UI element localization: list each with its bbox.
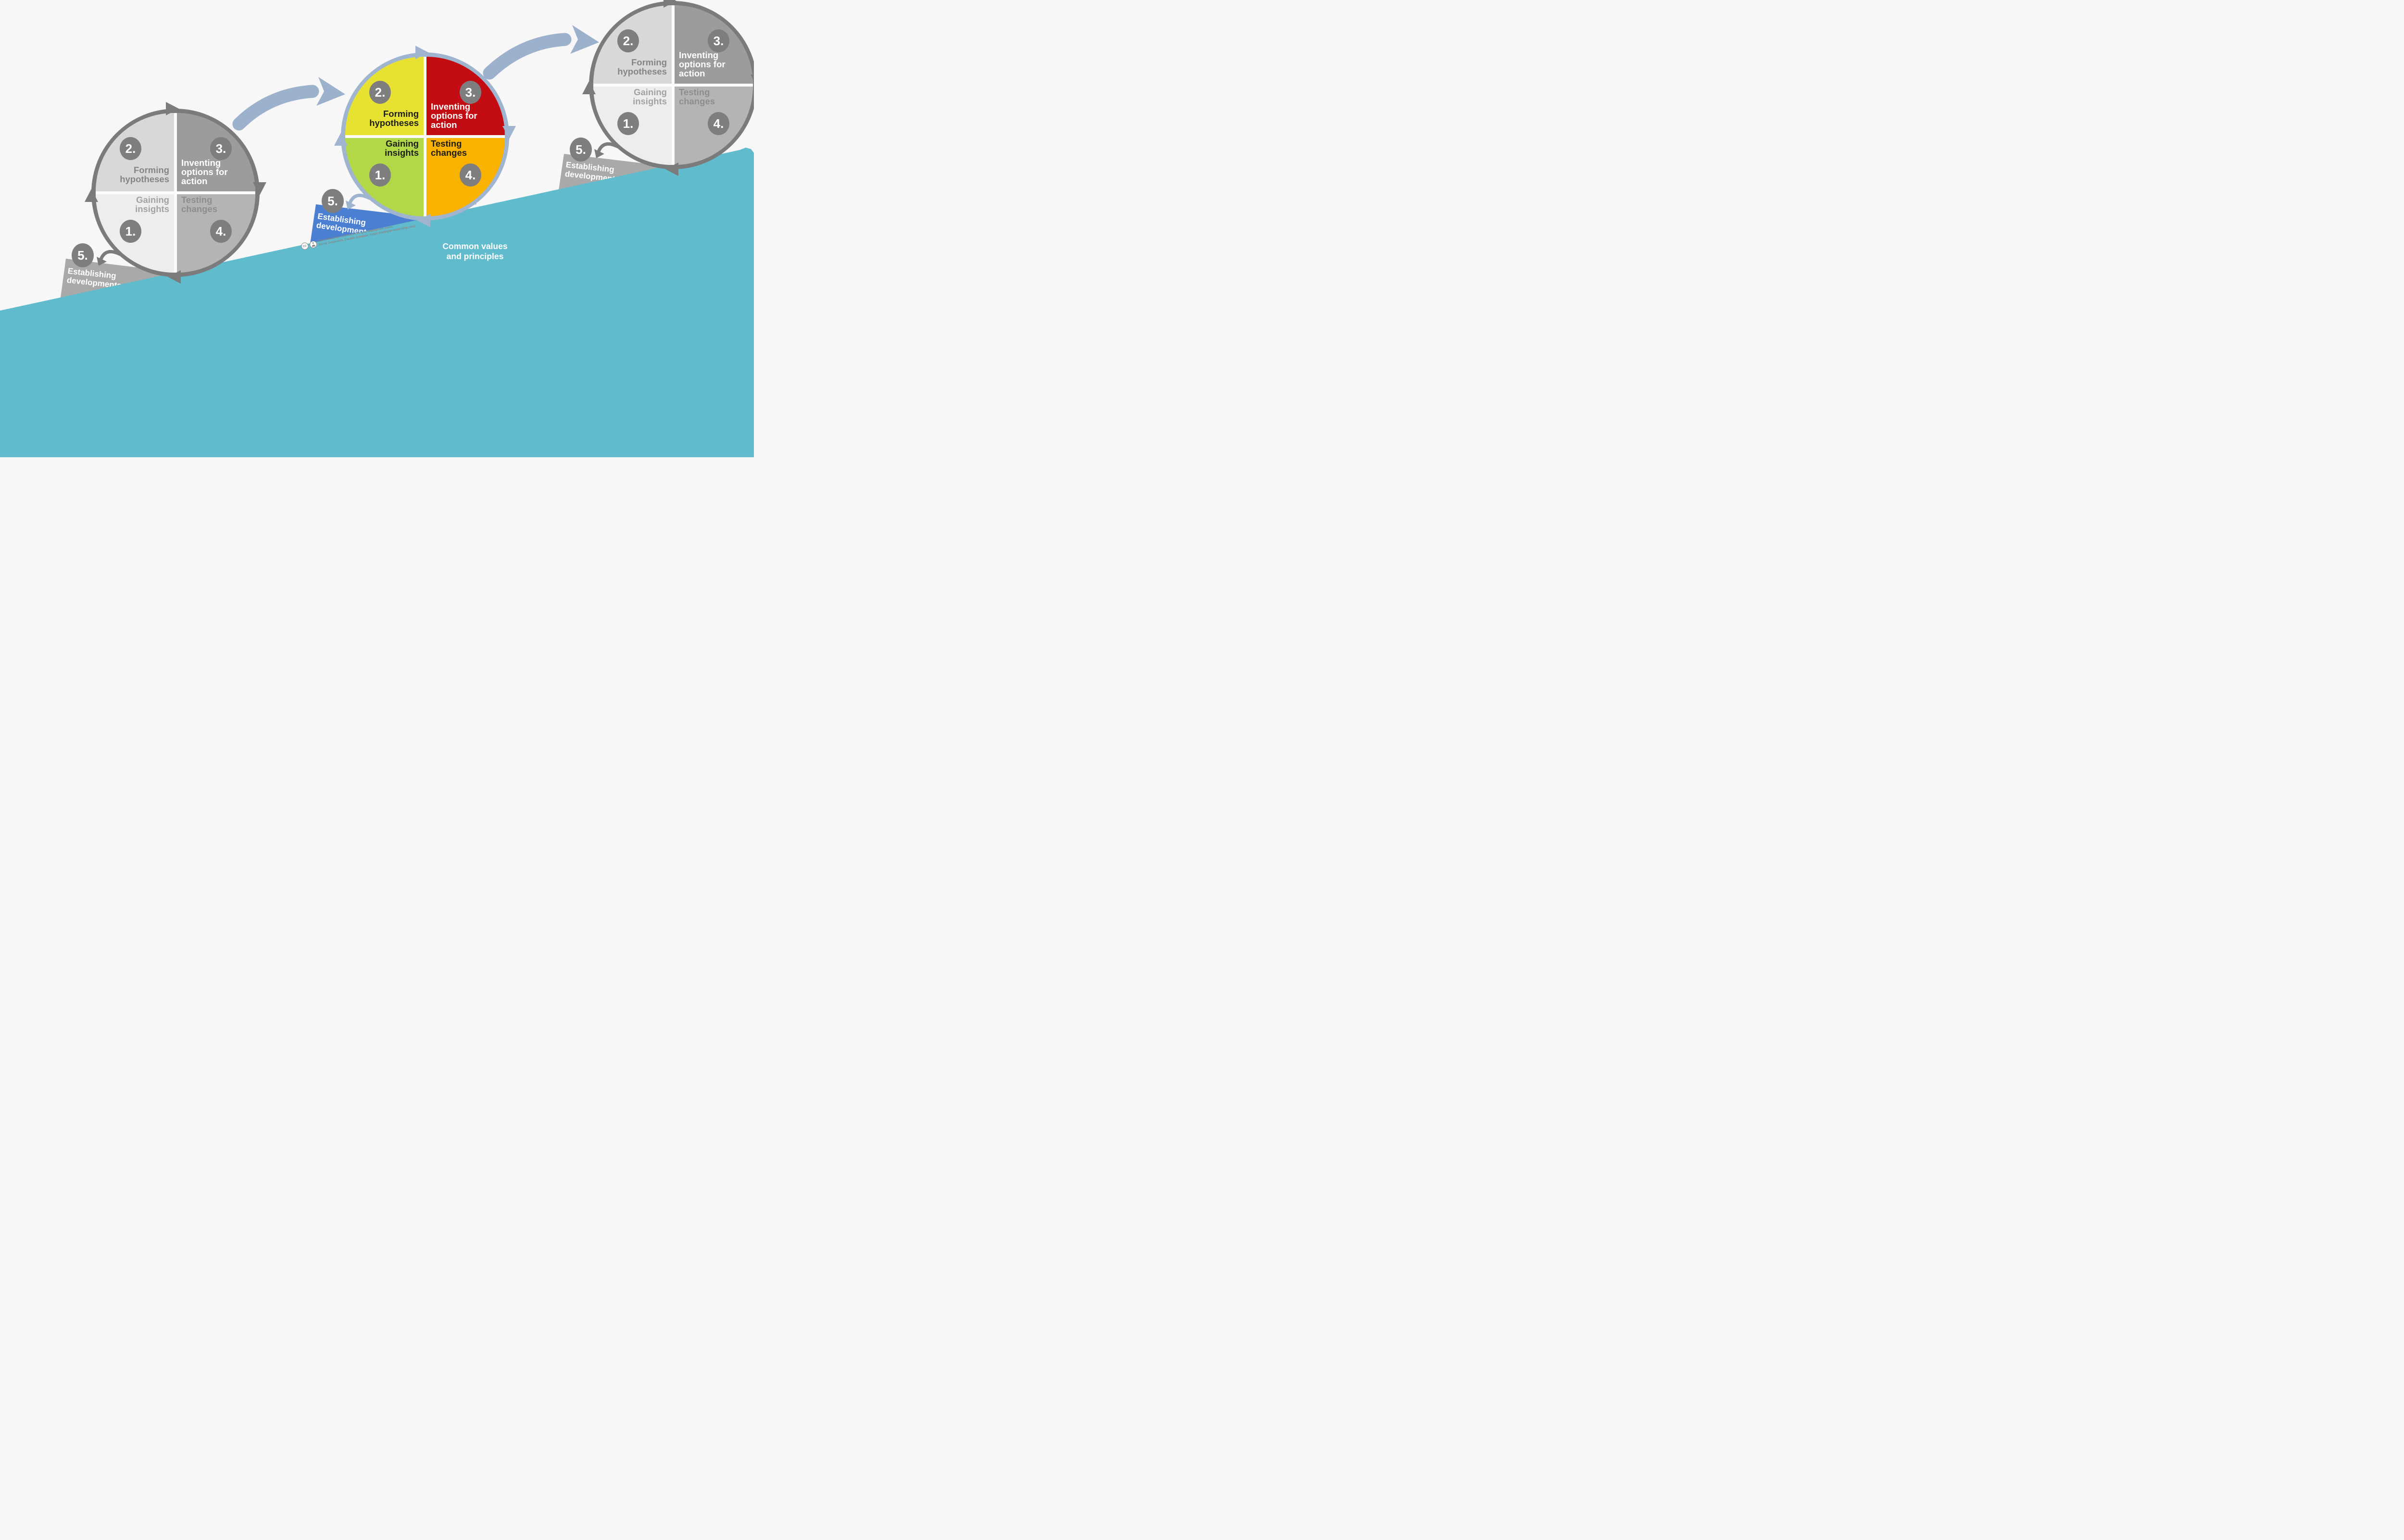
cycle-arrow-icon (582, 81, 596, 94)
cc-license-icon: cc (300, 241, 309, 250)
step-badge-2: 2. (617, 29, 639, 52)
label-testing: Testing changes (181, 195, 218, 214)
cycle-2: Forming hypotheses Inventing options for… (334, 46, 516, 227)
step-badge-1: 1. (369, 163, 391, 187)
cycle-arrow-icon (85, 189, 98, 202)
label-gaining: Gaining insights (135, 195, 169, 214)
cycle-arrow-icon (166, 102, 179, 115)
cycle-arrow-icon (168, 270, 181, 284)
label-gaining: Gaining insights (633, 87, 667, 106)
cycle-disc (593, 5, 753, 165)
cycle-1: Forming hypotheses Inventing options for… (85, 102, 266, 284)
step-badge-5: 5. (570, 138, 592, 162)
attribution-person-icon (309, 240, 318, 249)
label-forming: Forming hypotheses (617, 57, 667, 77)
step-badge-2: 2. (369, 81, 391, 104)
cycle-3: Forming hypotheses Inventing options for… (582, 0, 754, 176)
cycle-disc (345, 57, 505, 216)
step-badge-3: 3. (460, 81, 481, 104)
step-badge-5: 5. (72, 243, 94, 267)
label-inventing: Inventing options for action (431, 101, 477, 130)
cycle-arrow-icon (253, 182, 266, 195)
progress-arrow-icon-2 (483, 25, 599, 80)
step-badge-4: 4. (210, 220, 232, 243)
slope-title: Common values and principles (442, 241, 508, 261)
label-forming: Forming hypotheses (120, 165, 169, 185)
step-badge-3: 3. (210, 137, 232, 160)
label-testing: Testing changes (431, 138, 467, 158)
label-inventing: Inventing options for action (679, 50, 726, 78)
improvement-cycle-diagram: Establishing developments Establishing d… (0, 0, 754, 457)
cycle-arrow-icon (417, 214, 430, 227)
step-badge-4: 4. (460, 163, 481, 187)
step-badge-1: 1. (120, 220, 141, 243)
step-badge-2: 2. (120, 137, 141, 160)
label-gaining: Gaining insights (385, 138, 419, 158)
step-badge-1: 1. (617, 112, 639, 135)
label-forming: Forming hypotheses (369, 109, 419, 128)
cycle-arrow-icon (665, 163, 678, 176)
cycle-arrow-icon (751, 75, 754, 88)
cycle-arrow-icon (502, 126, 516, 139)
label-inventing: Inventing options for action (181, 158, 228, 186)
cycle-arrow-icon (664, 0, 676, 8)
step-badge-3: 3. (708, 29, 729, 52)
step-badge-5: 5. (322, 189, 344, 213)
cycle-arrow-icon (334, 133, 348, 146)
label-testing: Testing changes (679, 87, 715, 106)
cycle-arrow-icon (415, 46, 428, 59)
cycle-disc (96, 113, 255, 273)
step-badge-4: 4. (708, 112, 729, 135)
